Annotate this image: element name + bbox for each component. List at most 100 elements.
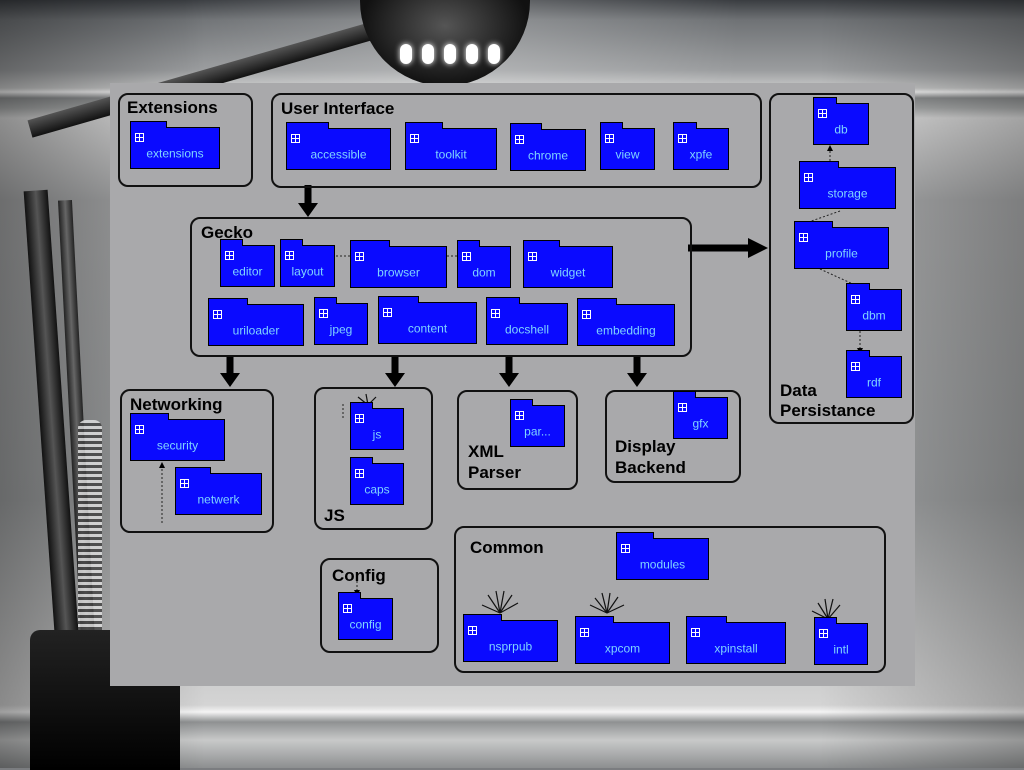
- package-security[interactable]: security: [130, 413, 225, 461]
- lamp-bulb: [488, 44, 500, 64]
- expand-icon[interactable]: [691, 628, 700, 637]
- group-title: Networking: [130, 395, 223, 414]
- group-xml-parser: XML Parser: [457, 390, 578, 490]
- package-storage[interactable]: storage: [799, 161, 896, 209]
- dependency-burst: [481, 590, 519, 614]
- group-title: Extensions: [127, 98, 218, 117]
- lamp-spring: [78, 420, 102, 640]
- group-gecko: Gecko: [190, 217, 692, 357]
- package-browser[interactable]: browser: [350, 240, 447, 288]
- package-docshell[interactable]: docshell: [486, 297, 568, 345]
- architecture-diagram: Extensions extensions User Interface acc…: [110, 83, 915, 686]
- expand-icon[interactable]: [135, 425, 144, 434]
- expand-icon[interactable]: [355, 252, 364, 261]
- package-nsprpub[interactable]: nsprpub: [463, 614, 558, 662]
- expand-icon[interactable]: [410, 134, 419, 143]
- package-parser[interactable]: par...: [510, 399, 565, 447]
- package-xpfe[interactable]: xpfe: [673, 122, 729, 170]
- expand-icon[interactable]: [291, 134, 300, 143]
- expand-icon[interactable]: [515, 411, 524, 420]
- package-profile[interactable]: profile: [794, 221, 889, 269]
- group-title: Common: [470, 538, 544, 557]
- group-user-interface: User Interface: [271, 93, 762, 188]
- package-netwerk[interactable]: netwerk: [175, 467, 262, 515]
- package-rdf[interactable]: rdf: [846, 350, 902, 398]
- expand-icon[interactable]: [468, 626, 477, 635]
- expand-icon[interactable]: [355, 414, 364, 423]
- package-jpeg[interactable]: jpeg: [314, 297, 368, 345]
- group-data-persistance: Data Persistance: [769, 93, 914, 424]
- package-uriloader[interactable]: uriloader: [208, 298, 304, 346]
- group-extensions: Extensions: [118, 93, 253, 187]
- package-content[interactable]: content: [378, 296, 477, 344]
- expand-icon[interactable]: [343, 604, 352, 613]
- expand-icon[interactable]: [819, 629, 828, 638]
- package-dom[interactable]: dom: [457, 240, 511, 288]
- group-title-line1: Data: [780, 381, 817, 400]
- expand-icon[interactable]: [225, 251, 234, 260]
- expand-icon[interactable]: [491, 309, 500, 318]
- expand-icon[interactable]: [678, 403, 687, 412]
- package-intl[interactable]: intl: [814, 617, 868, 665]
- package-extensions[interactable]: extensions: [130, 121, 220, 169]
- package-editor[interactable]: editor: [220, 239, 275, 287]
- expand-icon[interactable]: [180, 479, 189, 488]
- expand-icon[interactable]: [804, 173, 813, 182]
- package-embedding[interactable]: embedding: [577, 298, 675, 346]
- expand-icon[interactable]: [605, 134, 614, 143]
- package-xpinstall[interactable]: xpinstall: [686, 616, 786, 664]
- package-chrome[interactable]: chrome: [510, 123, 586, 171]
- expand-icon[interactable]: [462, 252, 471, 261]
- package-modules[interactable]: modules: [616, 532, 709, 580]
- expand-icon[interactable]: [582, 310, 591, 319]
- lamp-bulb: [422, 44, 434, 64]
- arrowhead: [748, 238, 768, 258]
- group-title-line2: Persistance: [780, 401, 876, 420]
- group-config: Config: [320, 558, 439, 653]
- group-title-line2: Backend: [615, 458, 686, 477]
- package-toolkit[interactable]: toolkit: [405, 122, 497, 170]
- expand-icon[interactable]: [621, 544, 630, 553]
- arrowhead: [220, 373, 240, 387]
- package-gfx[interactable]: gfx: [673, 391, 728, 439]
- expand-icon[interactable]: [528, 252, 537, 261]
- group-title-line1: XML: [468, 442, 504, 461]
- expand-icon[interactable]: [383, 308, 392, 317]
- package-db[interactable]: db: [813, 97, 869, 145]
- package-xpcom[interactable]: xpcom: [575, 616, 670, 664]
- expand-icon[interactable]: [851, 362, 860, 371]
- group-title-line1: Display: [615, 437, 676, 456]
- arrowhead: [499, 373, 519, 387]
- arrowhead: [385, 373, 405, 387]
- package-config[interactable]: config: [338, 592, 393, 640]
- expand-icon[interactable]: [580, 628, 589, 637]
- lamp-bulb: [400, 44, 412, 64]
- package-view[interactable]: view: [600, 122, 655, 170]
- arrowhead: [627, 373, 647, 387]
- arrowhead: [298, 203, 318, 217]
- expand-icon[interactable]: [515, 135, 524, 144]
- arrows-layer: [159, 145, 863, 620]
- expand-icon[interactable]: [319, 309, 328, 318]
- package-widget[interactable]: widget: [523, 240, 613, 288]
- expand-icon[interactable]: [285, 251, 294, 260]
- expand-icon[interactable]: [851, 295, 860, 304]
- expand-icon[interactable]: [818, 109, 827, 118]
- expand-icon[interactable]: [355, 469, 364, 478]
- group-title: User Interface: [281, 99, 395, 118]
- expand-icon[interactable]: [799, 233, 808, 242]
- group-js: JS: [314, 387, 433, 530]
- package-layout[interactable]: layout: [280, 239, 335, 287]
- expand-icon[interactable]: [678, 134, 687, 143]
- package-caps[interactable]: caps: [350, 457, 404, 505]
- package-js[interactable]: js: [350, 402, 404, 450]
- group-display-backend: Display Backend: [605, 390, 741, 483]
- group-common: Common: [454, 526, 886, 673]
- lamp-bulb: [466, 44, 478, 64]
- package-dbm[interactable]: dbm: [846, 283, 902, 331]
- package-accessible[interactable]: accessible: [286, 122, 391, 170]
- expand-icon[interactable]: [135, 133, 144, 142]
- group-title: Gecko: [201, 223, 253, 242]
- group-networking: Networking: [120, 389, 274, 533]
- expand-icon[interactable]: [213, 310, 222, 319]
